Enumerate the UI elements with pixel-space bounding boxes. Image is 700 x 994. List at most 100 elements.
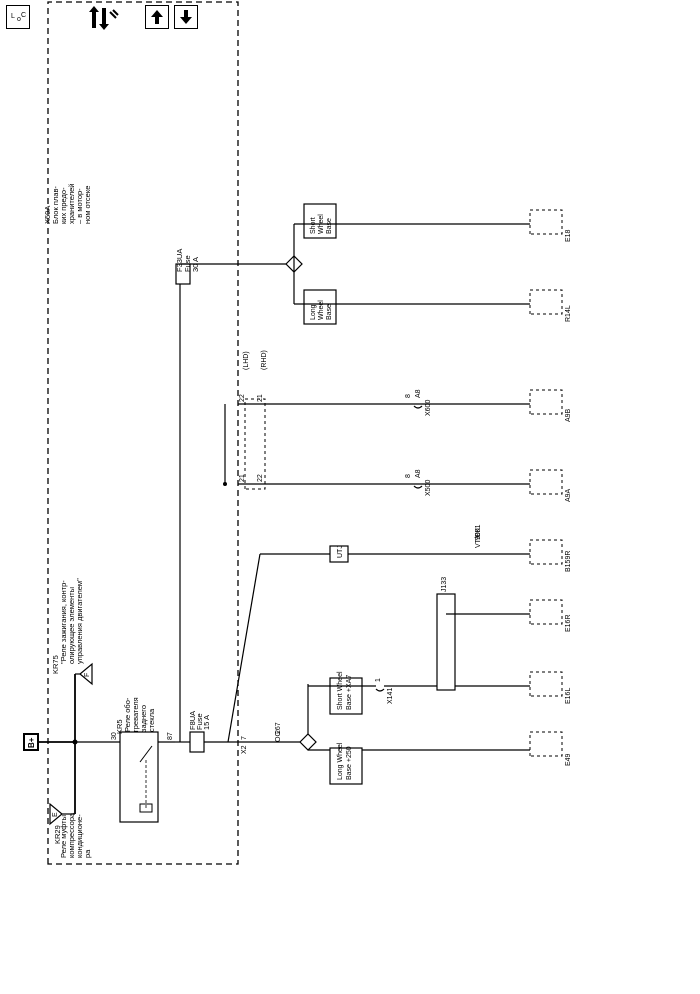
f8ua-label: F8UA Fuse 15 A (188, 711, 211, 730)
x2-pin-7: 7 (241, 736, 248, 740)
svg-text:Short: Short (310, 217, 317, 234)
svg-text:Long Wheel: Long Wheel (337, 742, 344, 780)
svg-text:9001: 9001 (475, 524, 482, 540)
kr29-pin-triangle (49, 802, 63, 826)
svg-text:(LHD): (LHD) (243, 351, 250, 370)
x500-connector (413, 485, 423, 489)
svg-text:o: o (17, 16, 21, 23)
svg-text:F8UA: F8UA (188, 711, 197, 730)
svg-text:OG: OG (275, 731, 282, 742)
svg-text:R14L: R14L (565, 305, 572, 322)
kr5-pin-30: 30 (111, 732, 118, 740)
svg-text:1: 1 (375, 678, 382, 682)
b159r-component: B159R (529, 539, 572, 572)
r14l-component: R14L (529, 289, 572, 322)
svg-text:B159R: B159R (565, 551, 572, 572)
page-up-button[interactable] (145, 5, 169, 29)
svg-text:21: 21 (257, 394, 264, 402)
svg-text:KR75: KR75 (51, 655, 60, 674)
x2-connector-label: X2 (241, 745, 248, 754)
svg-text:8: 8 (405, 394, 412, 398)
svg-text:ра: ра (83, 849, 92, 858)
long-wheel-base-250-box (329, 747, 363, 785)
x50a-fuse-block-outline (47, 1, 239, 865)
svg-text:управления двигателем": управления двигателем" (75, 578, 84, 664)
utj-box (329, 545, 349, 563)
svg-text:стекла: стекла (147, 708, 156, 732)
zoom-toggle-button[interactable] (88, 4, 120, 32)
svg-text:E16R: E16R (565, 614, 572, 632)
kr75-label: KR75 "Реле зажигания, контр- олирующее э… (51, 578, 84, 674)
svg-text:A9A: A9A (565, 488, 572, 502)
kr75-pin-triangle (79, 662, 93, 686)
e16r-component: E16R (529, 599, 572, 632)
kr29-pin: E (52, 812, 59, 817)
arrow-down-icon (180, 10, 192, 24)
svg-text:Wheel: Wheel (318, 300, 325, 320)
svg-text:Base: Base (326, 218, 333, 234)
f33ua-label: F33UA Fuse 30 A (175, 249, 200, 272)
svg-text:22: 22 (257, 474, 264, 482)
svg-text:Short Wheel: Short Wheel (337, 671, 344, 710)
svg-text:VT/BK: VT/BK (475, 527, 482, 548)
kr5-pin-87: 87 (167, 732, 174, 740)
e16l-component: E16L (529, 671, 572, 704)
svg-text:A8: A8 (415, 389, 422, 398)
battery-label: B+ (27, 737, 36, 748)
svg-text:Fuse: Fuse (195, 713, 204, 730)
svg-text:Long: Long (310, 304, 317, 320)
short-wheel-base-xa7-box (329, 677, 363, 715)
svg-text:X141: X141 (387, 688, 394, 704)
svg-text:Реле муфты: Реле муфты (59, 815, 68, 858)
a9b-component: A9B (529, 389, 572, 422)
e18-component: E18 (529, 209, 572, 242)
x600-connector (413, 405, 423, 409)
connector-locator-button[interactable]: L o C (6, 5, 30, 29)
svg-text:Блок плав-: Блок плав- (51, 186, 60, 224)
swap-arrows-tool-icon (89, 6, 119, 30)
svg-text:"Реле зажигания, контр-: "Реле зажигания, контр- (59, 580, 68, 664)
svg-text:Base: Base (326, 304, 333, 320)
long-wheel-base-box (303, 289, 337, 325)
page-down-button[interactable] (174, 5, 198, 29)
j133-splice-pack (436, 593, 456, 691)
svg-text:A9B: A9B (565, 408, 572, 422)
svg-text:компрессора: компрессора (67, 812, 76, 858)
svg-text:E16L: E16L (565, 688, 572, 704)
connector-locator-icon: L o C (11, 12, 26, 23)
svg-text:ких предо-: ких предо- (59, 187, 68, 224)
short-wheel-base-box (303, 203, 337, 239)
svg-text:15 A: 15 A (202, 715, 211, 730)
kr75-pin: F (84, 673, 91, 677)
svg-text:8: 8 (405, 474, 412, 478)
svg-text:X50A: X50A (43, 206, 52, 224)
svg-text:267: 267 (275, 722, 282, 734)
toolbar: L o C (0, 0, 700, 44)
svg-text:KR5: KR5 (115, 719, 124, 734)
svg-text:KR29: KR29 (53, 825, 62, 844)
svg-text:E49: E49 (565, 753, 572, 766)
svg-text:кондиционе-: кондиционе- (75, 814, 84, 858)
svg-text:UTJ: UTJ (337, 545, 344, 558)
svg-text:– в мотор-: – в мотор- (75, 188, 84, 224)
svg-text:Base +250: Base +250 (346, 746, 353, 780)
kr29-label: KR29 Реле муфты компрессора кондиционе- … (53, 812, 92, 858)
svg-text:олирующее элементы: олирующее элементы (67, 587, 76, 664)
svg-text:(RHD): (RHD) (261, 350, 268, 370)
svg-text:C: C (21, 12, 26, 19)
svg-text:Реле обо-: Реле обо- (123, 697, 132, 732)
svg-text:X500: X500 (425, 480, 432, 496)
svg-text:X600: X600 (425, 400, 432, 416)
splice-diamond (299, 733, 317, 751)
svg-text:Base +XA7: Base +XA7 (346, 675, 353, 710)
x141-connector (375, 688, 385, 692)
svg-text:21: 21 (239, 474, 246, 482)
x50a-label: X50A Блок плав- ких предо- хранителей – … (43, 184, 92, 224)
svg-text:A8: A8 (415, 469, 422, 478)
svg-text:J133: J133 (441, 577, 448, 592)
svg-text:ном отсеке: ном отсеке (83, 186, 92, 224)
svg-text:заднего: заднего (139, 705, 148, 732)
locator-label: L (11, 13, 15, 20)
a9a-component: A9A (529, 469, 572, 502)
